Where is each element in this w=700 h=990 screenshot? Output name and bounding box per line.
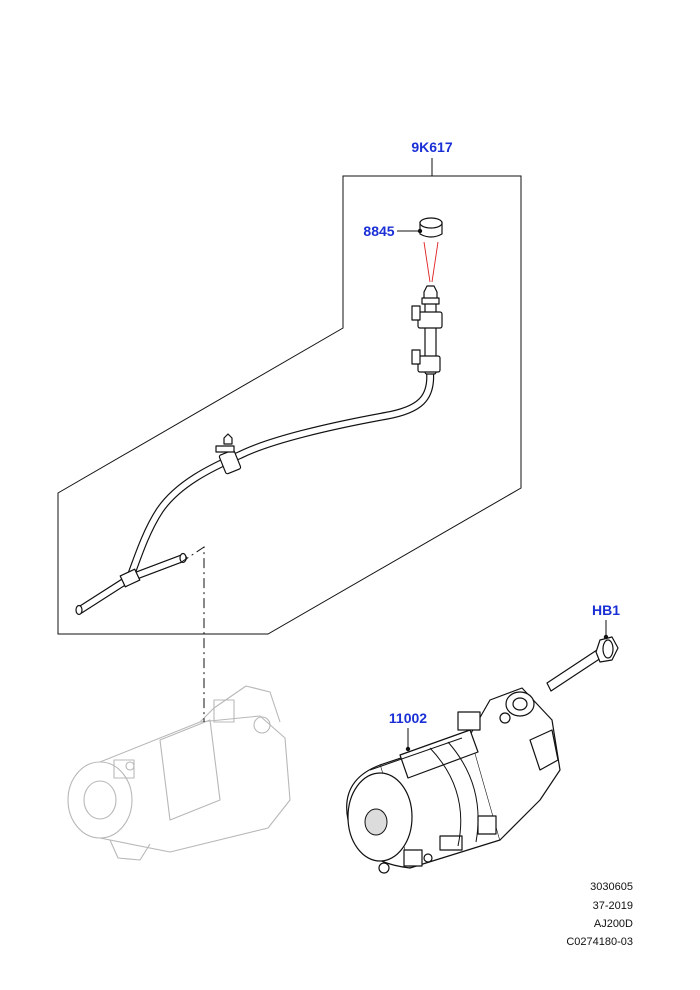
- drawing-code-4: C0274180-03: [566, 936, 633, 948]
- callout-8845[interactable]: 8845: [363, 223, 394, 239]
- vent-tube-assembly: [75, 285, 443, 616]
- callout-11002[interactable]: 11002: [389, 710, 427, 726]
- bolt-part: [546, 636, 619, 692]
- kit-boundary: [57, 175, 522, 635]
- callout-hb1[interactable]: HB1: [592, 602, 620, 618]
- callout-9k617[interactable]: 9K617: [411, 139, 452, 155]
- explode-line-right: [431, 241, 439, 283]
- drawing-code-1: 3030605: [590, 881, 633, 893]
- starter-motor-part: [346, 687, 561, 874]
- ghost-starter: [67, 685, 291, 861]
- cap-part: [419, 217, 443, 238]
- reference-line: [179, 546, 205, 722]
- drawing-code-3: AJ200D: [594, 918, 633, 930]
- drawing-codes: 3030605 37-2019 AJ200D C0274180-03: [566, 881, 633, 948]
- explode-line-left: [423, 241, 431, 283]
- drawing-code-2: 37-2019: [593, 900, 633, 912]
